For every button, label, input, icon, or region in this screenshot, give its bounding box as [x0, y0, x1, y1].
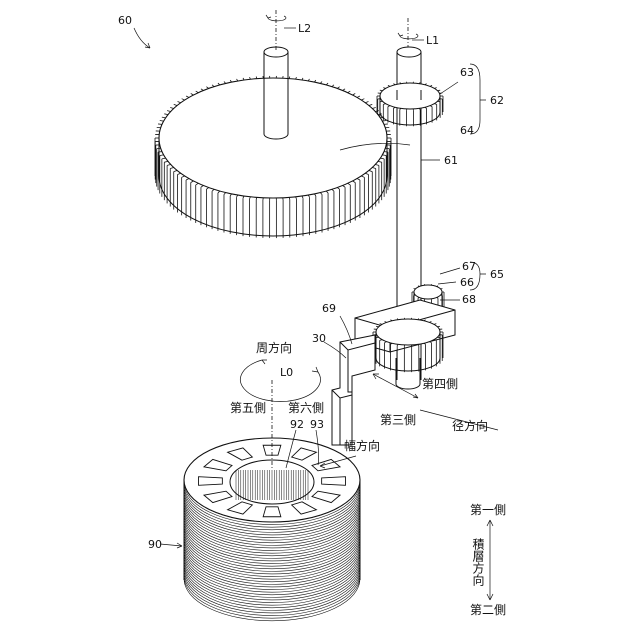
- label-63: 63: [460, 66, 474, 79]
- stator-slot: [199, 477, 223, 486]
- label-92: 92: [290, 418, 304, 431]
- label-l1: L1: [426, 34, 439, 47]
- label-64: 64: [460, 124, 474, 137]
- label-65: 65: [490, 268, 504, 281]
- label-61: 61: [444, 154, 458, 167]
- label-68: 68: [462, 293, 476, 306]
- gear-tooth: [418, 297, 419, 298]
- small-gear-63: [377, 82, 443, 126]
- large-gear: [155, 76, 391, 238]
- label-93: 93: [310, 418, 324, 431]
- label-radial: 径方向: [452, 418, 488, 433]
- label-stacking: 積層方向: [471, 537, 485, 586]
- label-66: 66: [460, 276, 474, 289]
- label-90: 90: [148, 538, 162, 551]
- gear-tooth: [418, 286, 419, 287]
- label-circumferential: 周方向: [256, 340, 292, 355]
- label-sixth-side: 第六側: [288, 401, 324, 415]
- label-30: 30: [312, 332, 326, 345]
- label-third-side: 第三側: [380, 413, 416, 427]
- stacking-arrow: [487, 520, 493, 600]
- label-l0: L0: [280, 366, 293, 379]
- label-69: 69: [322, 302, 336, 315]
- gear-tooth: [437, 297, 438, 298]
- stator-slot: [322, 477, 346, 486]
- label-width: 幅方向: [344, 438, 380, 453]
- gear-tooth: [437, 286, 438, 287]
- label-fourth-side: 第四側: [422, 377, 458, 391]
- label-67: 67: [462, 260, 476, 273]
- label-first-side: 第一側: [470, 503, 506, 517]
- label-62: 62: [490, 94, 504, 107]
- label-60: 60: [118, 14, 132, 27]
- stator-slot: [263, 507, 281, 517]
- large-gear-top-face: [159, 78, 387, 198]
- label-second-side: 第二側: [470, 603, 506, 617]
- label-l2: L2: [298, 22, 311, 35]
- label-fifth-side: 第五側: [230, 401, 266, 415]
